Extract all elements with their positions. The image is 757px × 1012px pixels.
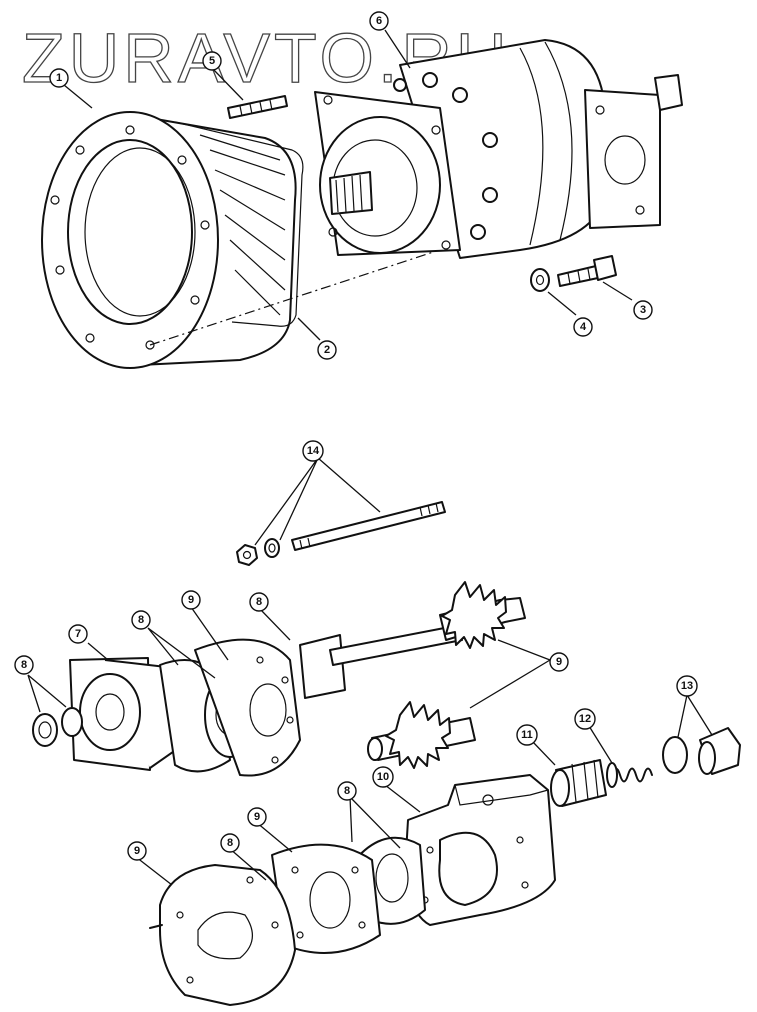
svg-text:10: 10 <box>377 771 389 783</box>
svg-text:8: 8 <box>256 596 262 608</box>
callout-8-e: 8 <box>220 833 240 853</box>
callout-12: 12 <box>574 708 596 730</box>
callout-7: 7 <box>68 624 88 644</box>
callout-9-d: 9 <box>127 841 147 861</box>
pump-body <box>404 774 556 926</box>
callout-11: 11 <box>516 724 538 746</box>
washer <box>530 268 550 292</box>
callout-5: 5 <box>202 51 222 71</box>
stud <box>227 95 288 119</box>
callout-9-a: 9 <box>181 590 201 610</box>
callout-2: 2 <box>317 340 337 360</box>
gasket <box>149 121 471 346</box>
svg-text:9: 9 <box>556 656 562 668</box>
svg-text:11: 11 <box>521 729 533 741</box>
svg-text:8: 8 <box>227 837 233 849</box>
svg-text:9: 9 <box>254 811 260 823</box>
svg-text:12: 12 <box>579 713 591 725</box>
callout-6: 6 <box>369 11 389 31</box>
svg-text:2: 2 <box>324 344 330 356</box>
pump-assembly <box>314 39 683 259</box>
svg-text:6: 6 <box>376 15 382 27</box>
shaft-seals <box>32 707 83 747</box>
svg-text:9: 9 <box>188 594 194 606</box>
valve-plug-and-seal <box>662 727 741 775</box>
callout-1: 1 <box>49 68 69 88</box>
callout-8-a: 8 <box>131 610 151 630</box>
bolt <box>557 255 617 287</box>
svg-text:1: 1 <box>56 72 62 84</box>
svg-text:3: 3 <box>640 304 646 316</box>
leader-lines <box>27 29 713 886</box>
callout-9-b: 9 <box>549 652 569 672</box>
callout-10: 10 <box>372 766 394 788</box>
svg-text:4: 4 <box>580 321 587 333</box>
svg-text:9: 9 <box>134 845 140 857</box>
svg-text:5: 5 <box>209 55 215 67</box>
svg-text:8: 8 <box>138 614 144 626</box>
callout-13: 13 <box>676 675 698 697</box>
svg-text:13: 13 <box>681 680 693 692</box>
wear-plate-lower <box>271 843 381 954</box>
svg-text:8: 8 <box>344 785 350 797</box>
callout-8-c: 8 <box>14 655 34 675</box>
tie-rod-kit <box>236 501 446 566</box>
driven-gear <box>367 701 476 769</box>
valve-spring <box>606 762 653 788</box>
svg-text:14: 14 <box>307 445 320 457</box>
callout-8-b: 8 <box>249 592 269 612</box>
flange-adaptor-housing <box>41 111 297 369</box>
rear-cover <box>149 864 296 1006</box>
callout-3: 3 <box>633 300 653 320</box>
callout-8-d: 8 <box>337 781 357 801</box>
callout-4: 4 <box>573 317 593 337</box>
drive-shaft-gear <box>299 581 526 699</box>
callout-14: 14 <box>302 440 324 462</box>
relief-valve-cartridge <box>550 759 607 807</box>
svg-text:8: 8 <box>21 659 27 671</box>
callout-9-c: 9 <box>247 807 267 827</box>
wear-plate-upper <box>194 638 301 777</box>
svg-text:7: 7 <box>75 628 81 640</box>
